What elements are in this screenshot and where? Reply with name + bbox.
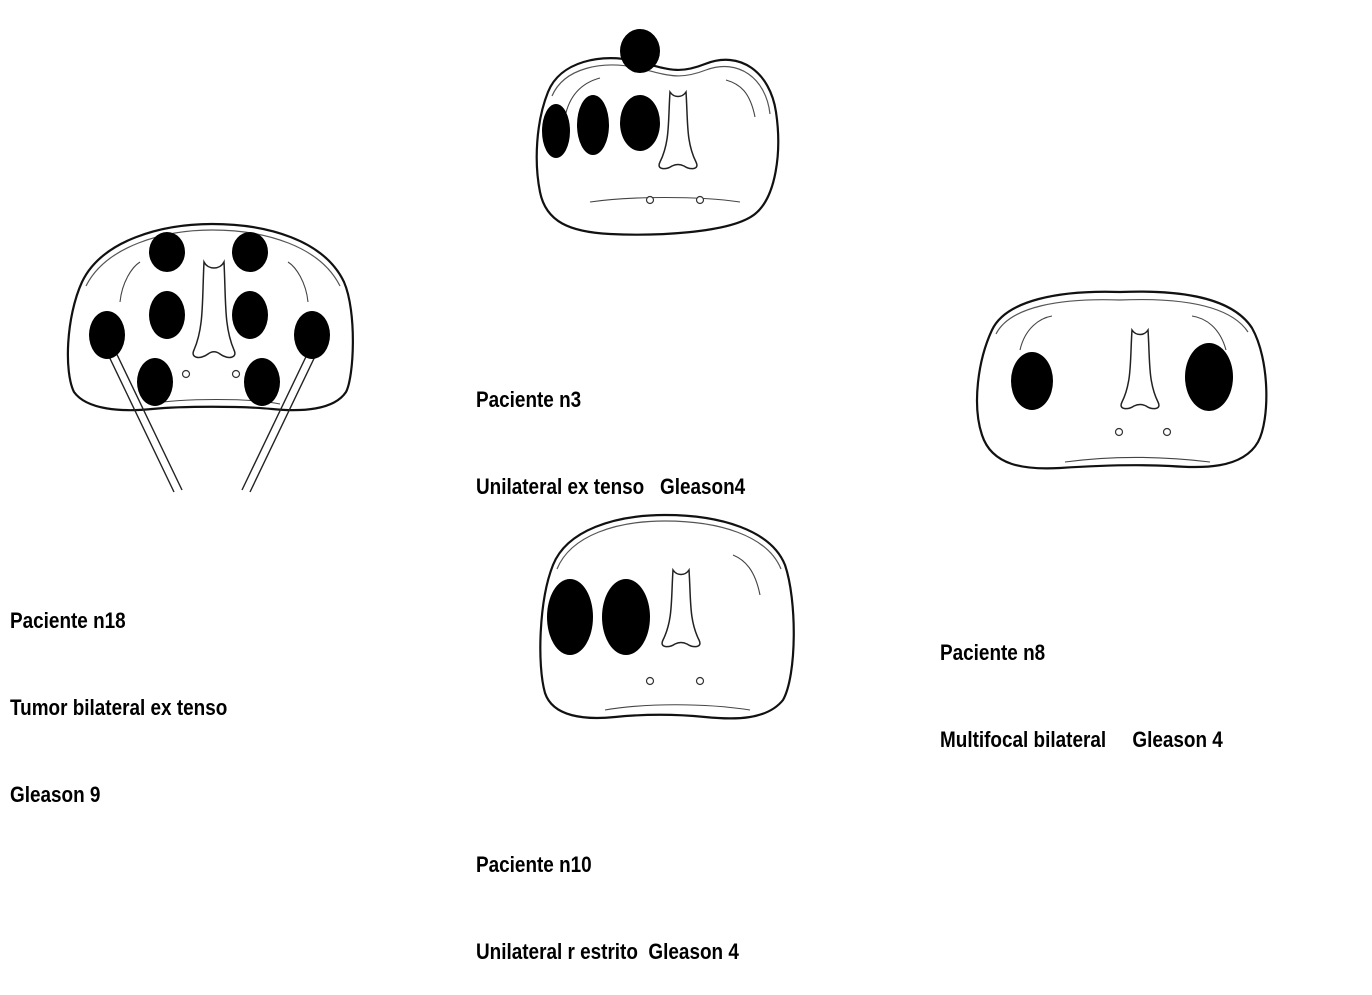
prostate-diagram-n8 (970, 270, 1290, 485)
ejaculatory-duct-right (697, 197, 704, 204)
ejaculatory-duct-right (1164, 429, 1171, 436)
tumor-focus (1011, 352, 1053, 410)
caption-n3: Paciente n3 Unilateral ex tenso Gleason4 (476, 327, 745, 530)
caption-line: Tumor bilateral ex tenso (10, 693, 227, 722)
caption-line: Gleason 9 (10, 780, 227, 809)
tumor-focus (244, 358, 280, 406)
caption-line: Paciente n8 (940, 638, 1223, 667)
tumor-focus (137, 358, 173, 406)
tumor-focus (620, 95, 660, 151)
ejaculatory-duct-right (233, 371, 240, 378)
prostate-section-n18 (62, 222, 367, 497)
prostate-section-n3 (530, 22, 785, 252)
caption-line: Paciente n3 (476, 385, 745, 414)
ejaculatory-duct-left (1116, 429, 1123, 436)
ejaculatory-duct-left (183, 371, 190, 378)
prostate-diagram-n10 (535, 505, 805, 780)
ejaculatory-duct-right (697, 678, 704, 685)
caption-line: Multifocal bilateral Gleason 4 (940, 725, 1223, 754)
caption-line: Paciente n18 (10, 606, 227, 635)
tumor-focus (547, 579, 593, 655)
caption-n8: Paciente n8 Multifocal bilateral Gleason… (940, 580, 1223, 783)
caption-n18: Paciente n18 Tumor bilateral ex tenso Gl… (10, 548, 227, 838)
tumor-focus (149, 232, 185, 272)
caption-line: Unilateral r estrito Gleason 4 (476, 937, 739, 966)
tumor-focus (232, 232, 268, 272)
tumor-focus (577, 95, 609, 155)
prostate-diagram-n3 (530, 22, 785, 252)
caption-line: Unilateral ex tenso Gleason4 (476, 472, 745, 501)
tumor-focus (89, 311, 125, 359)
tumor-focus (149, 291, 185, 339)
tumor-focus (294, 311, 330, 359)
prostate-section-n10 (535, 505, 805, 780)
ejaculatory-duct-left (647, 678, 654, 685)
tumor-focus (232, 291, 268, 339)
prostate-diagram-n18 (62, 222, 367, 497)
prostate-outline (537, 58, 778, 234)
caption-n10: Paciente n10 Unilateral r estrito Gleaso… (476, 792, 739, 995)
tumor-focus (1185, 343, 1233, 411)
tumor-focus (542, 104, 570, 158)
tumor-focus (620, 29, 660, 73)
prostate-section-n8 (970, 270, 1290, 485)
ejaculatory-duct-left (647, 197, 654, 204)
tumor-focus (602, 579, 650, 655)
caption-line: Paciente n10 (476, 850, 739, 879)
